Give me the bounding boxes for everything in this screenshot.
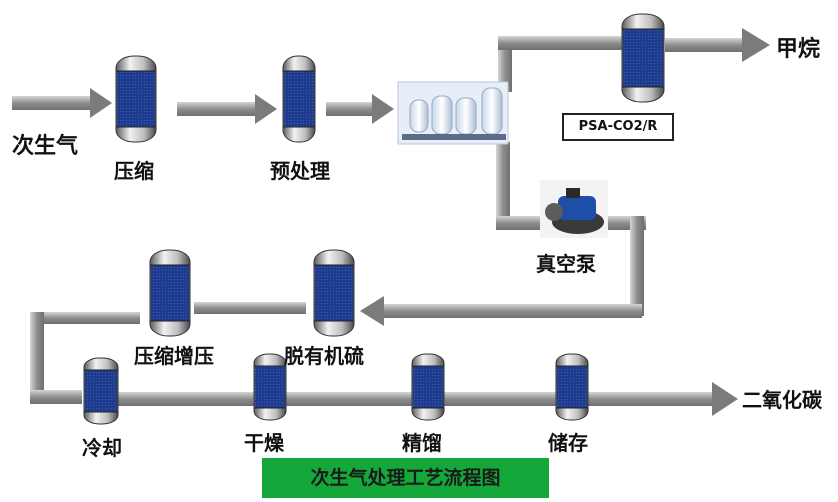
compression-label: 压缩 [114, 159, 154, 183]
storage-label: 储存 [548, 431, 588, 455]
drying-vessel [253, 353, 287, 421]
pipe-psa-to-methane [498, 28, 770, 92]
diagram-title: 次生气处理工艺流程图 [262, 458, 549, 498]
co2-output-label: 二氧化碳 [742, 388, 822, 412]
compression-vessel [115, 55, 157, 143]
storage-vessel [555, 353, 589, 421]
psa-vessel [621, 13, 665, 103]
vacuum-pump-image [540, 180, 608, 238]
boost-compression-label: 压缩增压 [134, 344, 214, 368]
pipe-pretreatment-to-psa [326, 94, 394, 124]
rectification-vessel [411, 353, 445, 421]
desulfurization-label: 脱有机硫 [284, 344, 364, 368]
pipe-inlet [12, 88, 112, 118]
pipe-boost-to-cooling [30, 312, 140, 404]
input-label: 次生气 [12, 134, 79, 159]
pipe-vacuum-to-desulfurization [360, 296, 642, 326]
desulfurization-vessel [313, 249, 355, 337]
methane-output-label: 甲烷 [776, 37, 821, 62]
rectification-label: 精馏 [402, 431, 442, 455]
pretreatment-vessel [282, 55, 316, 143]
pipe-psa-to-vacuum-pump [496, 142, 646, 316]
drying-label: 干燥 [244, 431, 284, 455]
boost-compression-vessel [149, 249, 191, 337]
pretreatment-label: 预处理 [270, 159, 330, 183]
psa-unit-image [397, 81, 509, 145]
cooling-label: 冷却 [82, 436, 122, 460]
psa-label-box: PSA-CO2/R [562, 113, 674, 141]
pipe-desulfurization-to-boost [194, 302, 306, 314]
vacuum-pump-label: 真空泵 [536, 252, 596, 276]
pipe-compression-to-pretreatment [177, 94, 277, 124]
cooling-vessel [83, 357, 119, 425]
